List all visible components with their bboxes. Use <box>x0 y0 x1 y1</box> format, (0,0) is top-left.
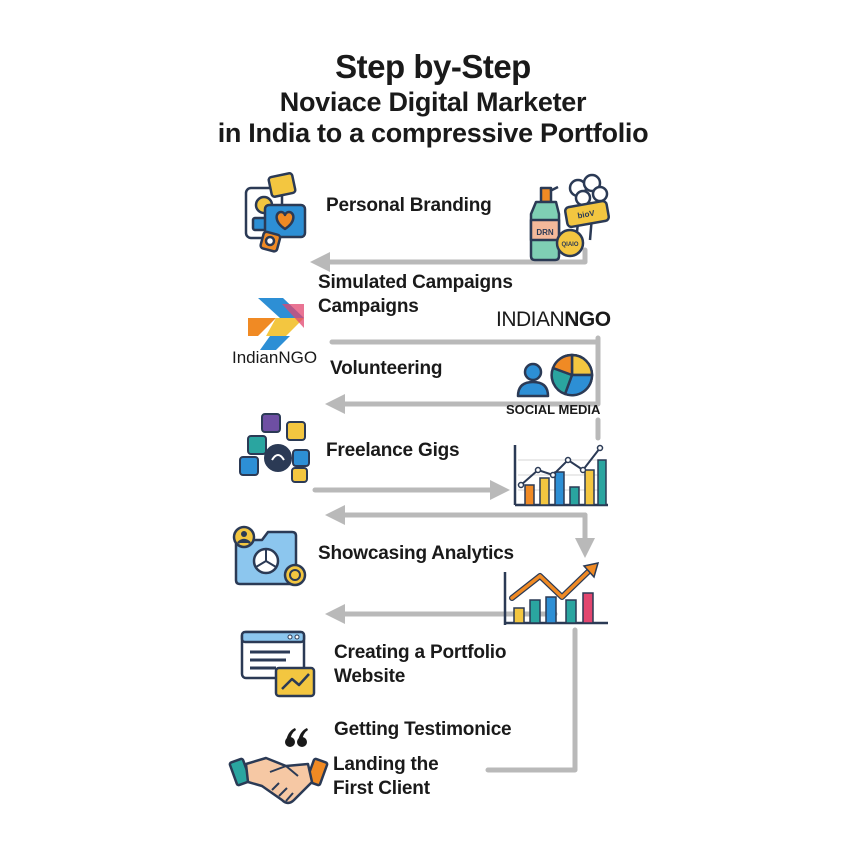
step-freelance-gigs: Freelance Gigs <box>326 440 460 461</box>
sign-post-icon <box>555 173 611 258</box>
people-pie-chart-icon <box>516 353 594 398</box>
arrow-to-testimonial <box>485 627 578 773</box>
step-volunteering: Volunteering <box>330 358 443 379</box>
title-line-3: in India to a compressive Portfolio <box>217 118 649 149</box>
social-media-tag: SOCIAL MEDIA <box>506 402 601 417</box>
coin-label: QIAIO <box>561 242 578 248</box>
indian-ngo-tag-part-2: NGO <box>564 308 611 331</box>
step-showcasing-analytics: Showcasing Analytics <box>318 543 514 564</box>
indian-ngo-tag-part-1: INDIAN <box>496 308 565 331</box>
arrow-to-personal-branding <box>310 247 588 272</box>
bar-chart-icon <box>513 444 608 507</box>
trend-chart-icon <box>503 562 608 625</box>
app-tiles-icon <box>239 413 310 483</box>
indian-ngo-tag: INDIANNGO <box>496 308 611 332</box>
arrow-to-volunteering-2 <box>325 339 601 414</box>
smartphone-heart-icon <box>244 172 307 253</box>
ngo-logo-icon <box>248 298 304 350</box>
title-line-1: Step by-Step <box>335 48 531 85</box>
step-portfolio-website: Creating a Portfolio Website <box>334 642 507 687</box>
step-simulated-campaigns: Simulated Campaigns Campaigns <box>318 272 513 317</box>
connector-arrows <box>310 247 601 773</box>
title-line-2: Noviace Digital Marketer <box>279 86 587 117</box>
arrow-to-volunteering <box>329 335 601 345</box>
bottle-icon <box>529 185 561 262</box>
step-first-client: Landing the First Client <box>333 754 439 799</box>
handshake-icon <box>228 756 329 805</box>
analytics-folder-icon <box>232 525 307 587</box>
sign-label: bioV <box>577 208 596 220</box>
quote-icon <box>285 728 308 747</box>
step-personal-branding: Personal Branding <box>326 195 492 216</box>
website-icon <box>240 630 316 698</box>
page-title: Step by-Step Noviace Digital Marketer in… <box>0 48 866 150</box>
bottle-label: DRN <box>536 228 554 237</box>
step-testimonials: Getting Testimonice <box>334 719 512 740</box>
indian-ngo-logo-text: IndianNGO <box>232 348 318 367</box>
